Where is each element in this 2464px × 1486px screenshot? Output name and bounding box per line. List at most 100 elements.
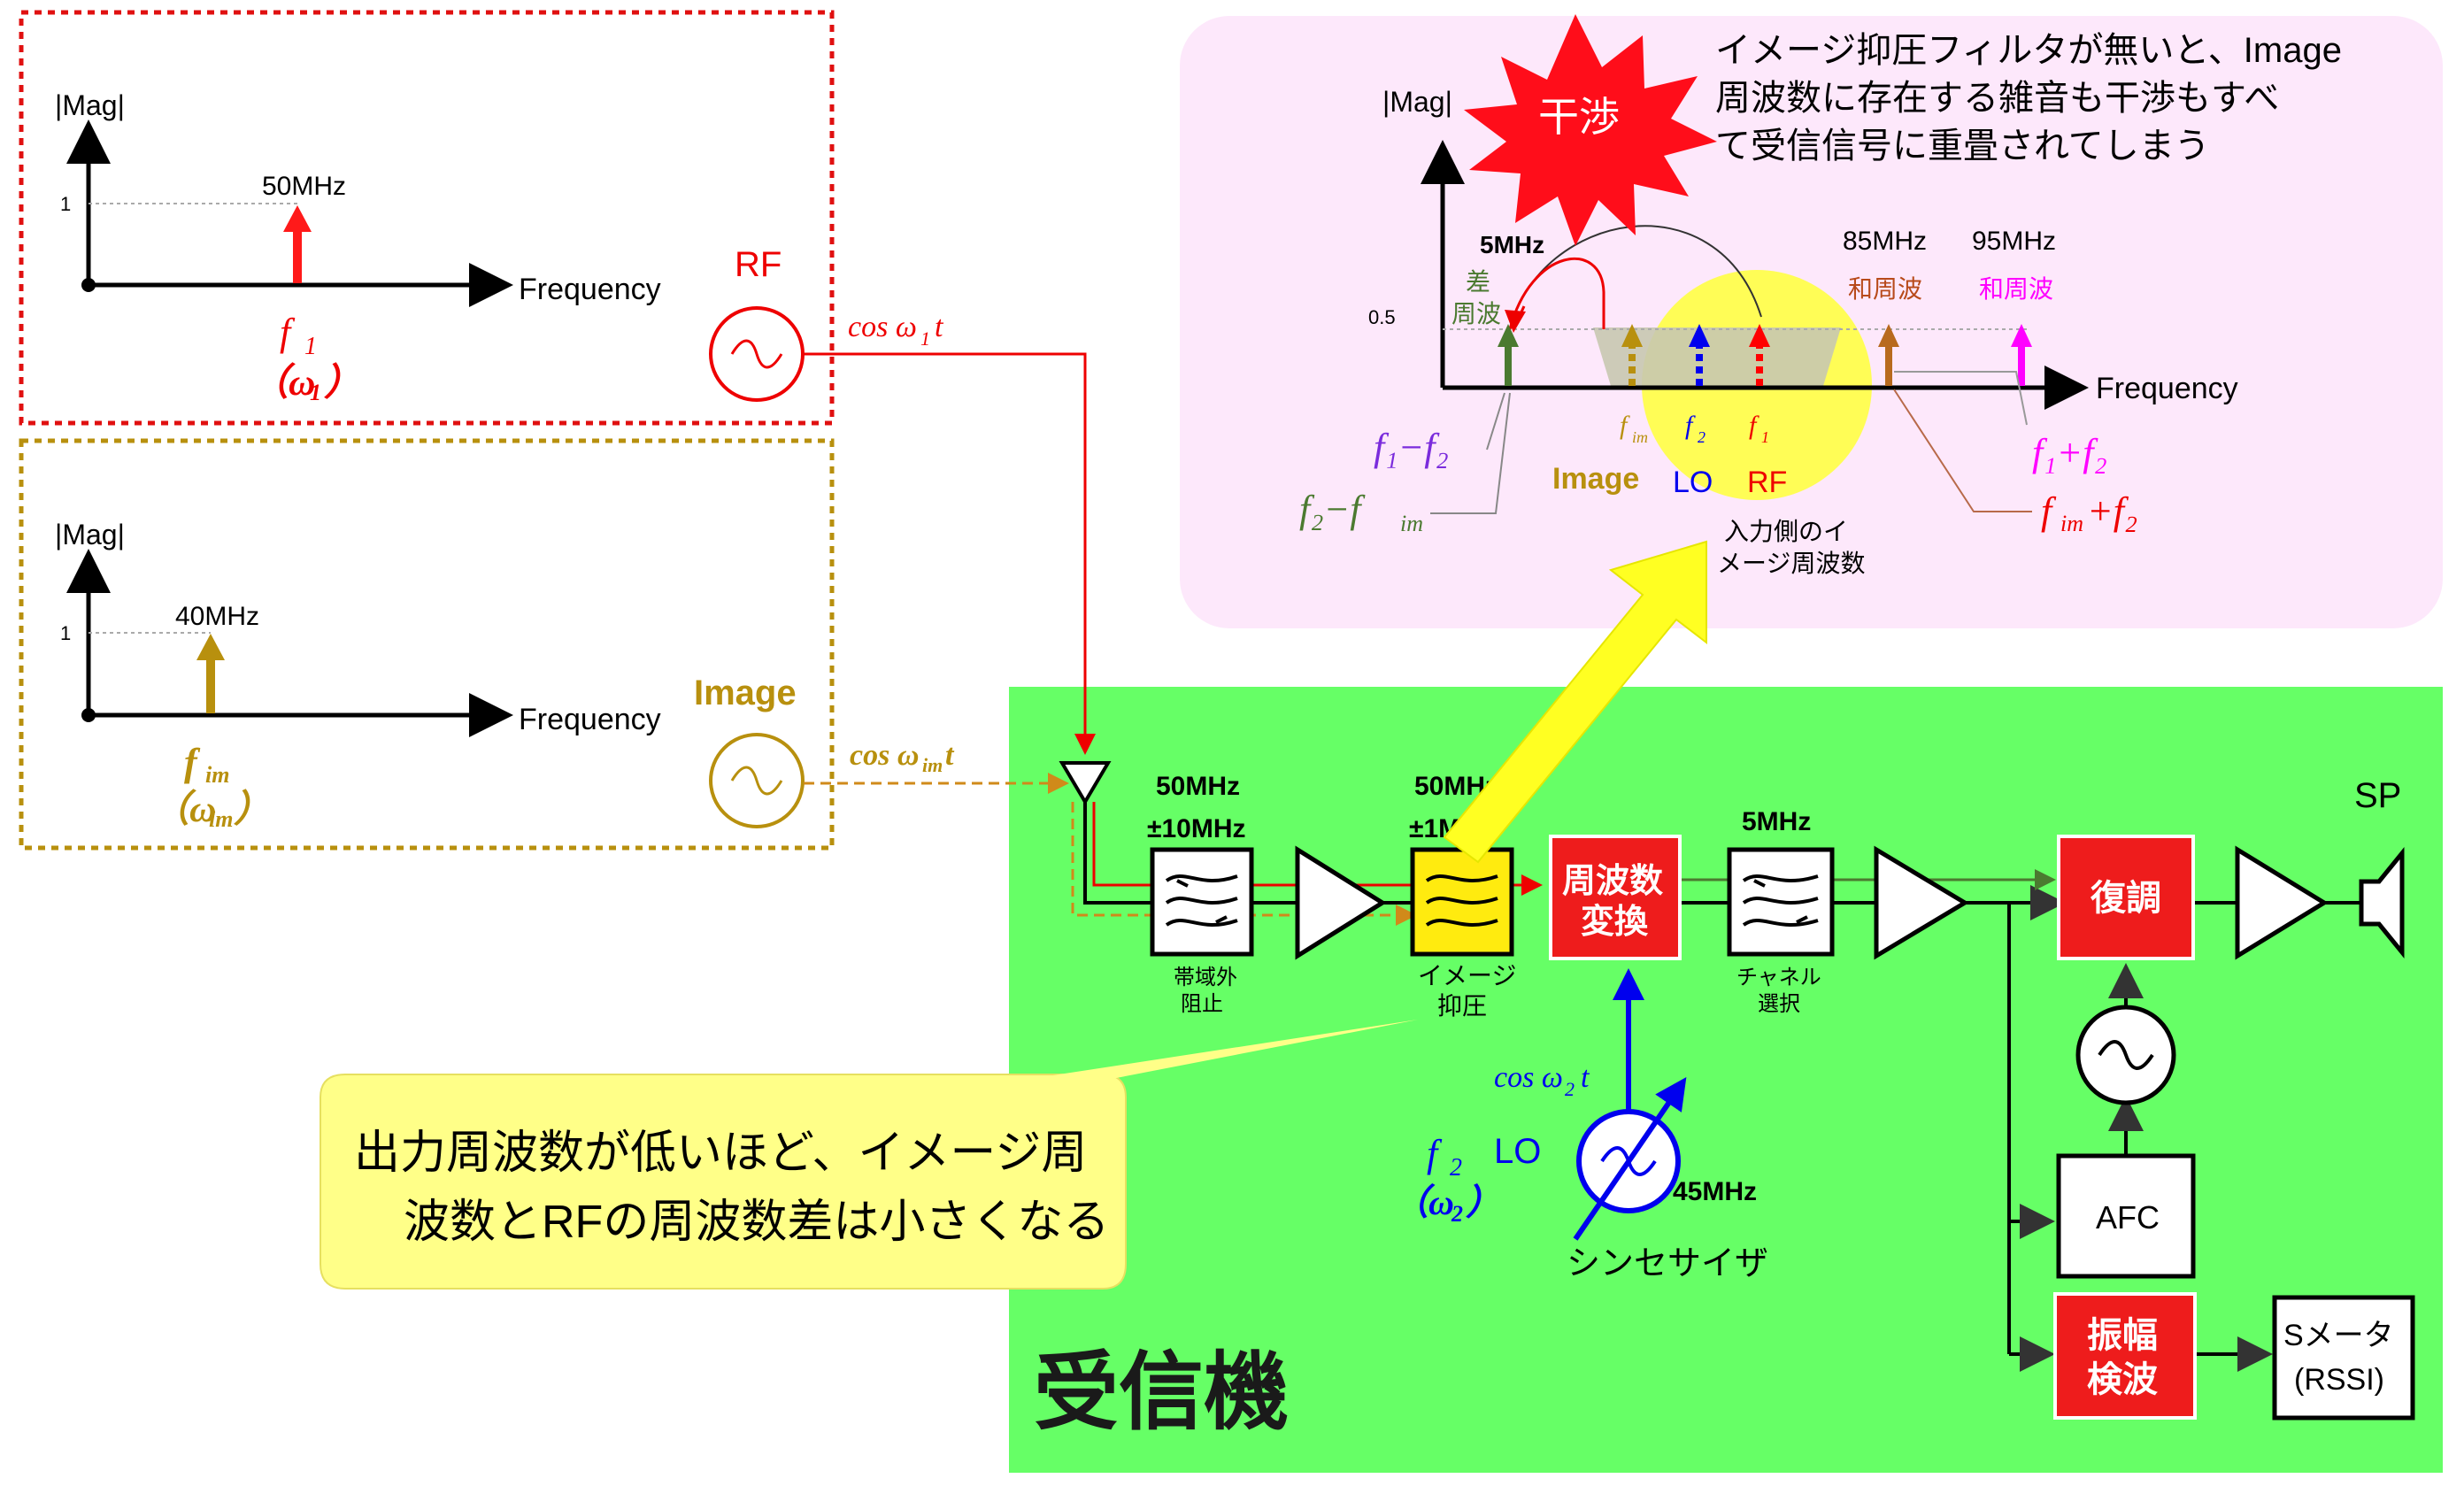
- svg-text:50MHz: 50MHz: [1156, 772, 1240, 801]
- frequency-converter-block: [1549, 835, 1682, 960]
- svg-text:im: im: [205, 762, 229, 788]
- amplifier-1: [1295, 845, 1387, 960]
- rf-xlabel: Frequency: [519, 273, 661, 306]
- callout-bubble: 出力周波数が低いほど、イメージ周 波数とRFの周波数差は小さくなる: [320, 1020, 1418, 1290]
- svg-text:im: im: [2060, 511, 2083, 536]
- svg-text:85MHz: 85MHz: [1843, 227, 1927, 256]
- amplifier-2: [1874, 845, 1969, 960]
- image-peak-label: 40MHz: [175, 602, 259, 631]
- svg-text:im: im: [209, 806, 233, 832]
- image-omega-symbol: （ω: [152, 789, 216, 830]
- svg-text:チャネル: チャネル: [1736, 966, 1821, 989]
- note-line-1: イメージ抑圧フィルタが無いと、Image: [1715, 31, 2342, 70]
- antenna-icon: [1059, 761, 1112, 805]
- receiver-chain: 50MHz ±10MHz 帯域外 阻止 50MHz ±1MHz イメージ 抑圧 …: [1034, 761, 2415, 1440]
- spectrum-ylabel: |Mag|: [1382, 86, 1452, 118]
- svg-text:5MHz: 5MHz: [1480, 231, 1544, 258]
- receiver-panel: [1009, 687, 2443, 1473]
- speaker-icon: [2359, 846, 2405, 959]
- svg-text:t: t: [945, 739, 955, 772]
- rf-peak-label: 50MHz: [262, 172, 346, 201]
- label-f1-plus-f2: f₁+f₂: [2032, 431, 2107, 474]
- spectrum-tick-05: 0.5: [1368, 306, 1396, 328]
- svg-text:イメージ: イメージ: [1418, 962, 1516, 989]
- note-line-3: て受信信号に重畳されてしまう: [1715, 127, 2210, 166]
- svg-text:（ω: （ω: [1393, 1182, 1454, 1222]
- svg-text:cos ω: cos ω: [848, 311, 917, 343]
- image-f-symbol: f: [184, 741, 201, 784]
- afc-block: [2056, 1153, 2196, 1279]
- svg-text:入力側のイ: 入力側のイ: [1724, 518, 1848, 545]
- svg-text:Sメータ: Sメータ: [2283, 1319, 2394, 1352]
- svg-text:和周波: 和周波: [1848, 275, 1922, 303]
- rf-source-label: RF: [735, 245, 782, 284]
- svg-text:）: ）: [234, 789, 271, 830]
- spectrum-xlabel: Frequency: [2096, 372, 2238, 405]
- svg-text:t: t: [1581, 1061, 1590, 1094]
- svg-text:RF: RF: [1747, 466, 1787, 499]
- amplitude-detector-block: [2053, 1292, 2197, 1420]
- rf-ylabel: |Mag|: [55, 89, 125, 121]
- rf-input-panel: |Mag| 1 Frequency 50MHz f 1 （ω 1 ） RF: [19, 10, 835, 426]
- svg-text:選択: 選択: [1758, 992, 1800, 1016]
- rf-f-symbol: f: [280, 311, 296, 354]
- svg-text:im: im: [922, 754, 943, 776]
- image-signal-path: cos ω im t: [804, 739, 1069, 794]
- svg-text:周波数: 周波数: [1562, 863, 1663, 900]
- svg-text:45MHz: 45MHz: [1673, 1177, 1757, 1206]
- svg-text:cos ω: cos ω: [850, 739, 919, 772]
- demodulator-block: [2057, 835, 2195, 960]
- interference-burst-icon: [1464, 14, 1717, 246]
- svg-text:95MHz: 95MHz: [1972, 227, 2056, 256]
- svg-text:1: 1: [1761, 428, 1769, 446]
- label-f2-minus-fim: f₂−f: [1299, 488, 1366, 531]
- callout-line-2: 波数とRFの周波数差は小さくなる: [404, 1197, 1109, 1248]
- svg-text:+f₂: +f₂: [2087, 489, 2137, 533]
- svg-text:1: 1: [920, 327, 930, 350]
- svg-text:(RSSI): (RSSI): [2294, 1363, 2384, 1397]
- note-line-2: 周波数に存在する雑音も干渉もすべ: [1715, 79, 2279, 118]
- receiver-title: 受信機: [1034, 1345, 1289, 1440]
- svg-text:シンセサイザ: シンセサイザ: [1567, 1245, 1768, 1282]
- svg-text:変換: 変換: [1581, 903, 1649, 941]
- svg-text:和周波: 和周波: [1979, 275, 2053, 303]
- svg-text:周波: 周波: [1451, 300, 1501, 327]
- svg-text:差: 差: [1466, 268, 1490, 296]
- svg-text:im: im: [1400, 511, 1423, 536]
- svg-text:±10MHz: ±10MHz: [1147, 814, 1246, 843]
- svg-text:5MHz: 5MHz: [1742, 807, 1811, 836]
- svg-text:t: t: [935, 311, 944, 343]
- svg-text:SP: SP: [2354, 776, 2401, 815]
- svg-text:AFC: AFC: [2096, 1199, 2160, 1236]
- label-f1-minus-f2: f₁−f₂: [1374, 426, 1449, 469]
- callout-line-1: 出力周波数が低いほど、イメージ周: [354, 1128, 1087, 1179]
- svg-text:振幅: 振幅: [2087, 1316, 2158, 1355]
- rf-signal-path: cos ω 1 t: [804, 311, 1096, 755]
- rf-omega-symbol: （ω: [251, 362, 315, 404]
- image-ylabel: |Mag|: [55, 519, 125, 551]
- svg-text:メージ周波数: メージ周波数: [1717, 550, 1865, 577]
- svg-text:）: ）: [324, 362, 361, 404]
- s-meter-block: [2272, 1295, 2415, 1421]
- svg-text:2: 2: [1698, 428, 1706, 446]
- svg-text:）: ）: [1466, 1182, 1501, 1222]
- svg-text:1: 1: [304, 333, 317, 360]
- svg-text:阻止: 阻止: [1181, 992, 1223, 1016]
- svg-text:1: 1: [310, 380, 321, 405]
- svg-text:2: 2: [1565, 1078, 1575, 1100]
- svg-text:im: im: [1632, 428, 1648, 446]
- image-xlabel: Frequency: [519, 703, 661, 736]
- svg-text:cos ω: cos ω: [1494, 1061, 1563, 1094]
- svg-text:2: 2: [1450, 1154, 1462, 1182]
- svg-text:Image: Image: [1552, 462, 1639, 496]
- svg-text:帯域外: 帯域外: [1174, 966, 1237, 989]
- svg-text:抑圧: 抑圧: [1437, 992, 1487, 1020]
- svg-text:検波: 検波: [2087, 1360, 2158, 1399]
- svg-text:2: 2: [1451, 1201, 1463, 1227]
- interference-label: 干渉: [1538, 94, 1620, 140]
- svg-text:復調: 復調: [2090, 879, 2161, 918]
- amplifier-3: [2235, 845, 2329, 960]
- image-tick-1: 1: [60, 622, 71, 644]
- image-source-label: Image: [694, 674, 797, 712]
